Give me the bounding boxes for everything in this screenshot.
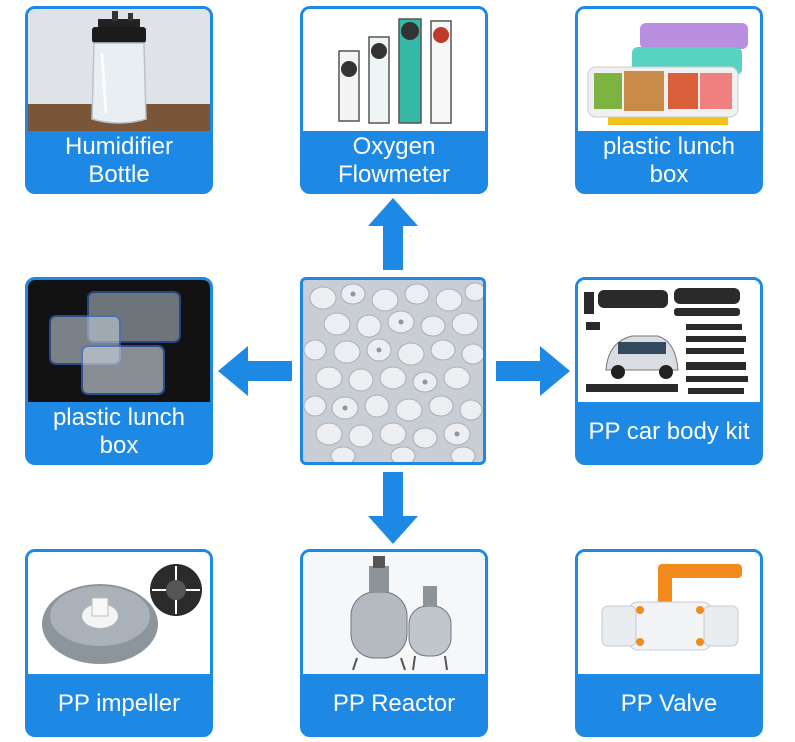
product-card-plastic-lunch-box-clear: plastic lunch box — [25, 277, 213, 465]
oxygen-flowmeter-image — [303, 9, 485, 131]
ball-valve-image — [578, 552, 760, 674]
arrow-down-icon — [368, 472, 418, 544]
pp-granules-image — [300, 277, 486, 465]
product-label: Oxygen Flowmeter — [337, 133, 451, 188]
product-label: PP Valve — [620, 690, 718, 717]
product-label: plastic lunch box — [52, 404, 186, 459]
arrow-right-icon — [496, 346, 570, 396]
product-card-oxygen-flowmeter: Oxygen Flowmeter — [300, 6, 488, 194]
product-label: Humidifier Bottle — [64, 133, 174, 188]
humidifier-bottle-image — [28, 9, 210, 131]
product-card-pp-car-body-kit: PP car body kit — [575, 277, 763, 465]
product-card-pp-valve: PP Valve — [575, 549, 763, 737]
car-body-kit-image — [578, 280, 760, 402]
product-label: PP car body kit — [588, 418, 750, 445]
product-card-humidifier-bottle: Humidifier Bottle — [25, 6, 213, 194]
product-label: PP Reactor — [332, 690, 456, 717]
arrow-up-icon — [368, 198, 418, 270]
product-card-pp-impeller: PP impeller — [25, 549, 213, 737]
impeller-image — [28, 552, 210, 674]
clear-lunch-boxes-image — [28, 280, 210, 402]
reactor-tanks-image — [303, 552, 485, 674]
arrow-left-icon — [218, 346, 292, 396]
lunch-box-containers-image — [578, 9, 760, 131]
product-card-pp-reactor: PP Reactor — [300, 549, 488, 737]
product-label: PP impeller — [57, 690, 181, 717]
product-card-plastic-lunch-box: plastic lunch box — [575, 6, 763, 194]
product-label: plastic lunch box — [602, 133, 736, 188]
